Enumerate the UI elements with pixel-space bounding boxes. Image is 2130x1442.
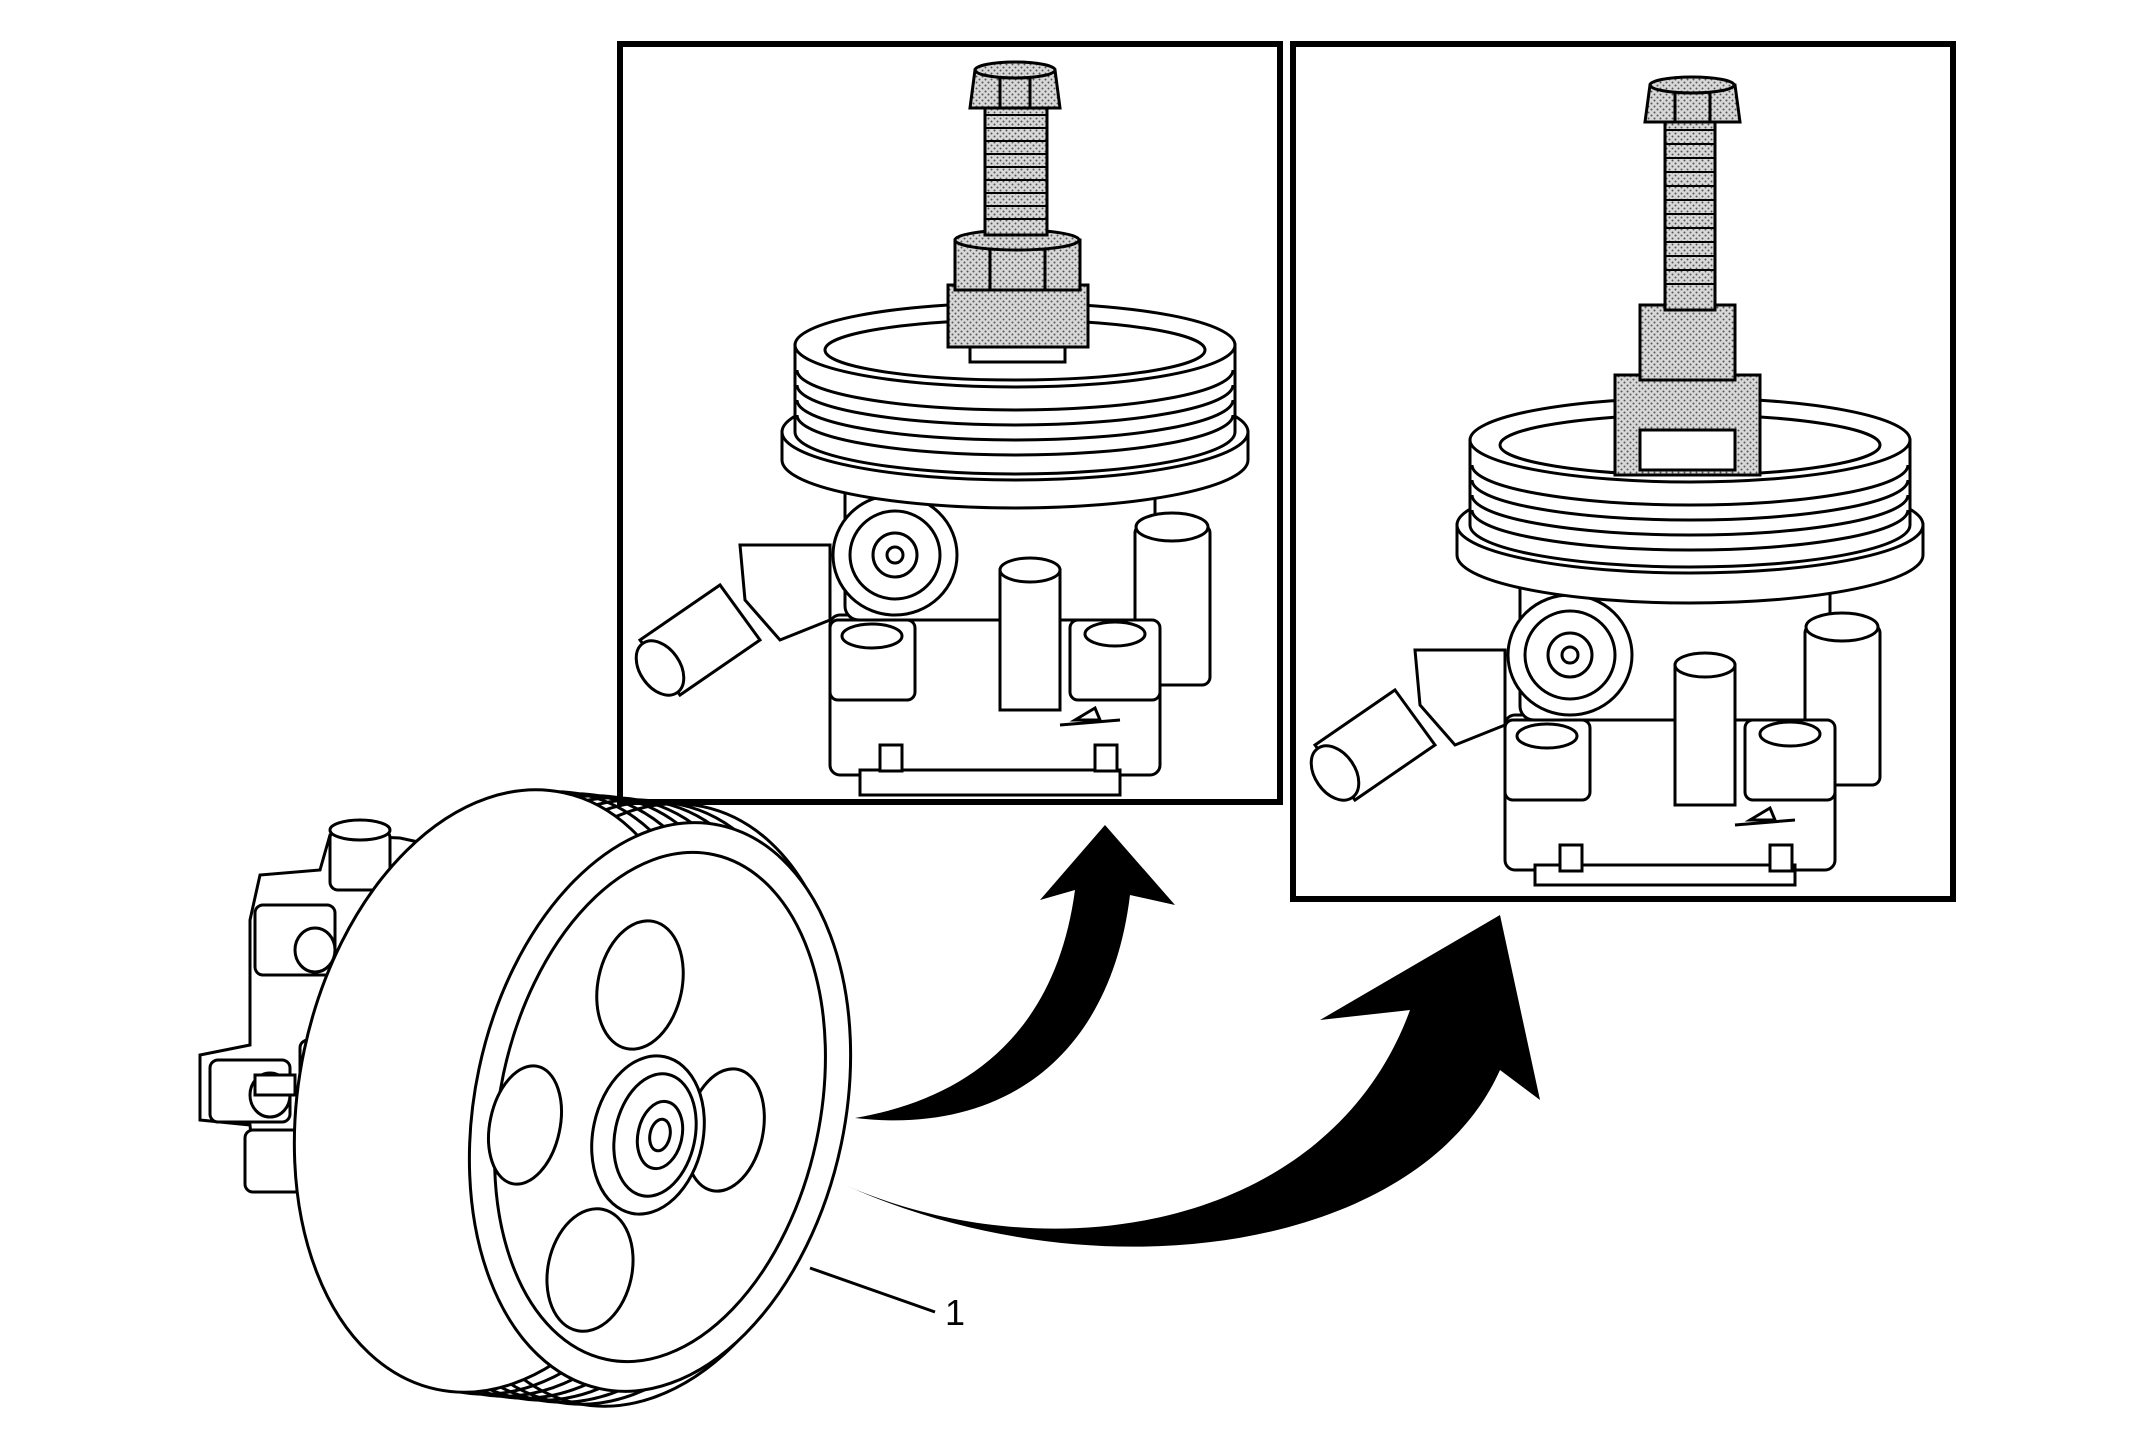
pulley-installer-tool-2 [1613, 75, 1762, 477]
callout-1-label: 1 [945, 1292, 965, 1333]
callout-1: 1 [809, 1266, 965, 1333]
pump-assembly [198, 788, 853, 1408]
tool-start-panel [617, 41, 1283, 805]
pulley-installer-tool-1 [946, 60, 1090, 364]
pressure-port-2 [1506, 593, 1634, 717]
hose-fitting-1 [634, 543, 832, 698]
pump-body-2 [1503, 568, 1882, 887]
callout-1-leader [809, 1266, 936, 1314]
pressure-port-1 [831, 493, 959, 617]
arrow-to-seated-panel [845, 915, 1540, 1247]
hose-fitting-2 [1309, 648, 1507, 803]
pulley-1 [780, 301, 1250, 510]
tool-seated-panel [1290, 41, 1956, 902]
arrow-to-start-panel [855, 825, 1175, 1121]
